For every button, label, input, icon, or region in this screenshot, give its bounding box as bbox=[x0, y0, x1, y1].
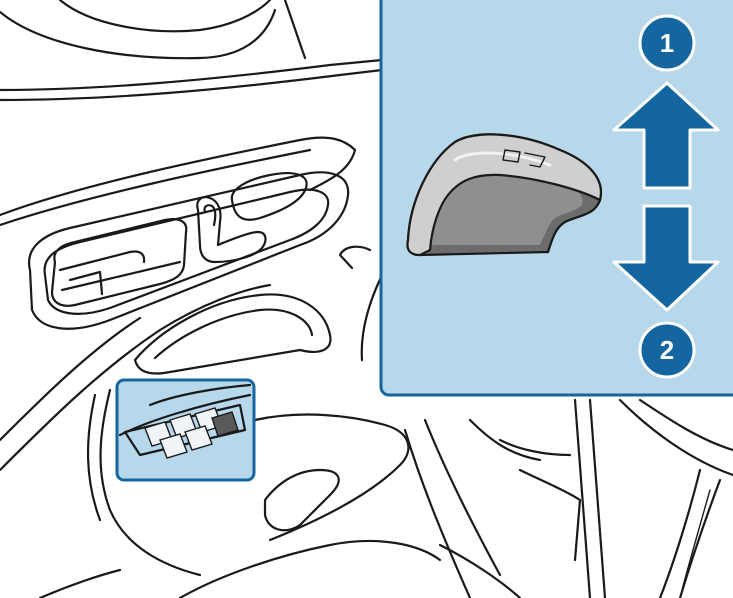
switch-location-highlight bbox=[117, 380, 254, 480]
callout-2: 2 bbox=[640, 323, 694, 377]
callout-1: 1 bbox=[640, 16, 694, 70]
callout-2-label: 2 bbox=[660, 335, 674, 365]
callout-1-label: 1 bbox=[660, 28, 674, 58]
switch-detail-inset: 1 2 bbox=[381, 0, 733, 395]
